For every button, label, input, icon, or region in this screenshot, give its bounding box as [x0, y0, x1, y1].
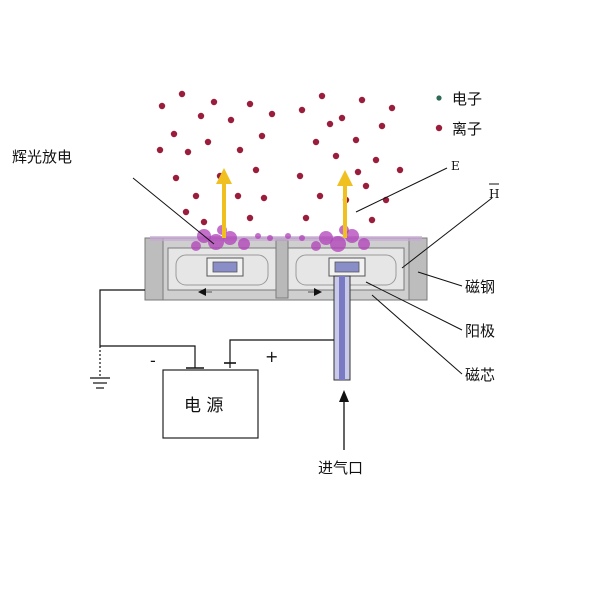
electric-field-arrows: [216, 168, 353, 238]
gas-inlet-arrow: [339, 390, 349, 450]
ion-particle: [312, 138, 320, 146]
ion-particle: [260, 194, 268, 202]
ion-particle: [326, 120, 334, 128]
glow-blob: [223, 231, 237, 245]
ion-particle: [210, 98, 218, 106]
glow-blob: [311, 241, 321, 251]
power-supply-label: 电 源: [184, 396, 223, 416]
power-circuit: [90, 289, 334, 389]
ion-particle: [268, 110, 276, 118]
ion-particle: [352, 136, 360, 144]
ion-particle: [332, 152, 340, 160]
ion-particle: [302, 214, 310, 222]
ion-particle: [296, 172, 304, 180]
electron-legend-dot: [436, 95, 442, 101]
electron-label: 电子: [452, 90, 482, 108]
glow-blob: [191, 241, 201, 251]
ion-particle: [396, 166, 404, 174]
glow-blob: [345, 229, 359, 243]
h-field-label: H: [489, 187, 499, 201]
ion-particle: [246, 100, 254, 108]
ion-particle: [227, 116, 235, 124]
plus-sign: +: [265, 347, 278, 366]
ion-particle: [362, 182, 370, 190]
ion-particle: [258, 132, 266, 140]
anode-label: 阳极: [465, 322, 495, 340]
magnetron-housing: [144, 236, 428, 301]
ion-particle: [252, 166, 260, 174]
glow-blob: [330, 236, 346, 252]
ion-particle: [372, 156, 380, 164]
ion-particle: [192, 192, 200, 200]
ion-particle: [182, 208, 190, 216]
glow-blob: [208, 234, 224, 250]
leader-lines: [132, 167, 493, 375]
glow-blob: [285, 233, 291, 239]
anode-electrodes: [206, 257, 366, 277]
ion-particle: [368, 216, 376, 224]
ion-particle: [298, 106, 306, 114]
ion-label: 离子: [452, 120, 482, 138]
ion-particle: [172, 174, 180, 182]
ion-particle-cloud: [156, 90, 404, 226]
ion-particle: [358, 96, 366, 104]
e-field-label: E: [451, 159, 460, 173]
gas-inlet-tube: [333, 275, 351, 381]
ion-particle: [378, 122, 386, 130]
ion-particle: [197, 112, 205, 120]
ion-particle: [184, 148, 192, 156]
glow-discharge-label: 辉光放电: [12, 148, 72, 166]
ion-particle: [318, 92, 326, 100]
ion-particle: [158, 102, 166, 110]
ion-legend-dot: [435, 124, 443, 132]
minus-sign: -: [150, 351, 156, 370]
glow-blob: [267, 235, 273, 241]
gas-inlet-label: 进气口: [318, 459, 363, 477]
ion-particle: [388, 104, 396, 112]
ion-particle: [246, 214, 254, 222]
power-supply-box: [162, 369, 259, 439]
magnet-steel-label: 磁钢: [465, 278, 495, 296]
magnetic-core-label: 磁芯: [465, 366, 495, 384]
glow-blob: [358, 238, 370, 250]
glow-blob: [238, 238, 250, 250]
ion-particle: [200, 218, 208, 226]
ion-particle: [178, 90, 186, 98]
glow-blob: [299, 235, 305, 241]
ion-particle: [354, 168, 362, 176]
ion-particle: [316, 192, 324, 200]
ion-particle: [156, 146, 164, 154]
ion-particle: [234, 192, 242, 200]
glow-blob: [255, 233, 261, 239]
ion-particle: [170, 130, 178, 138]
ion-particle: [338, 114, 346, 122]
ion-particle: [204, 138, 212, 146]
ion-particle: [236, 146, 244, 154]
glow-blob: [319, 231, 333, 245]
